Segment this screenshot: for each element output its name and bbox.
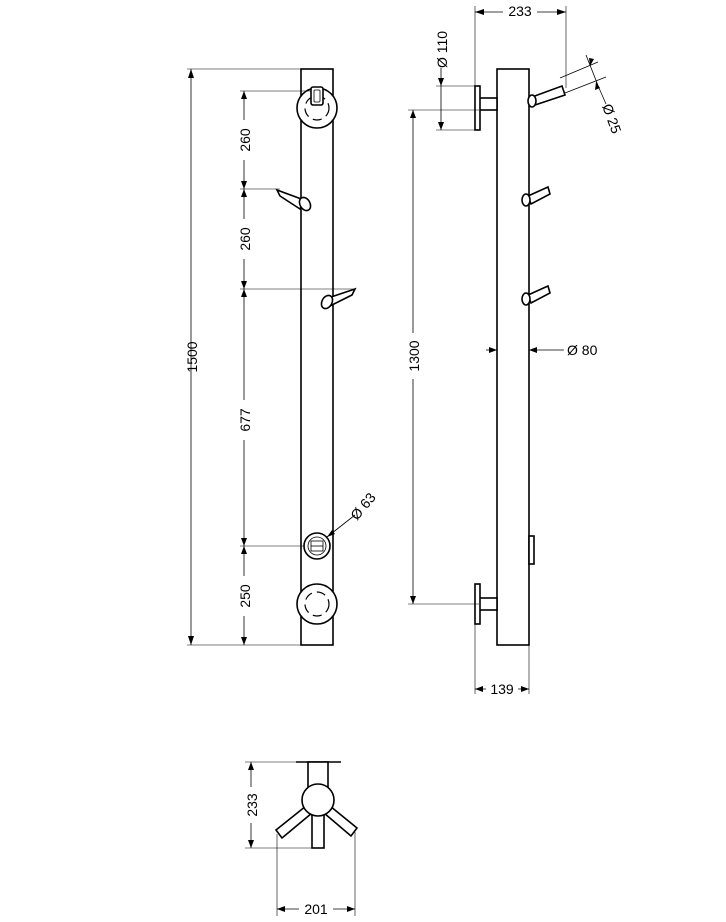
front-spacing-2-label: 260: [237, 227, 253, 251]
front-total-height-label: 1500: [184, 341, 200, 372]
front-knob-diameter-label: Ø 63: [347, 489, 379, 523]
front-control-knob: [303, 532, 331, 560]
top-view: 233 201: [243, 761, 359, 917]
front-top-bracket: [296, 86, 338, 129]
front-bottom-bracket: [296, 583, 338, 625]
front-spacing-4-label: 250: [237, 584, 253, 608]
front-spacing-3-label: 677: [237, 408, 253, 432]
front-view: 1500 260 260 677 250 Ø 63: [184, 68, 379, 646]
side-nozzle-diameter-label: Ø 25: [599, 102, 624, 136]
side-control-knob: [528, 535, 535, 565]
side-bracket-spacing-label: 1300: [406, 340, 422, 371]
top-width-label: 201: [304, 901, 328, 917]
front-nozzle-1: [275, 188, 312, 212]
side-projection-label: 233: [508, 3, 532, 19]
side-view: 233 Ø 110 Ø 25 Ø 80 1300 139: [405, 2, 625, 697]
side-top-bracket: [474, 85, 498, 131]
front-nozzle-2: [320, 287, 357, 310]
side-nozzle-2: [521, 185, 551, 207]
side-wall-depth-label: 139: [490, 681, 514, 697]
top-depth-label: 233: [244, 793, 260, 817]
side-column: [496, 68, 530, 646]
side-nozzle-3: [521, 284, 551, 306]
side-nozzle-1: [527, 84, 567, 108]
side-bar-diameter-label: Ø 80: [567, 342, 598, 358]
side-bracket-diameter-label: Ø 110: [434, 31, 450, 68]
front-spacing-1-label: 260: [237, 128, 253, 152]
top-column: [301, 783, 335, 817]
